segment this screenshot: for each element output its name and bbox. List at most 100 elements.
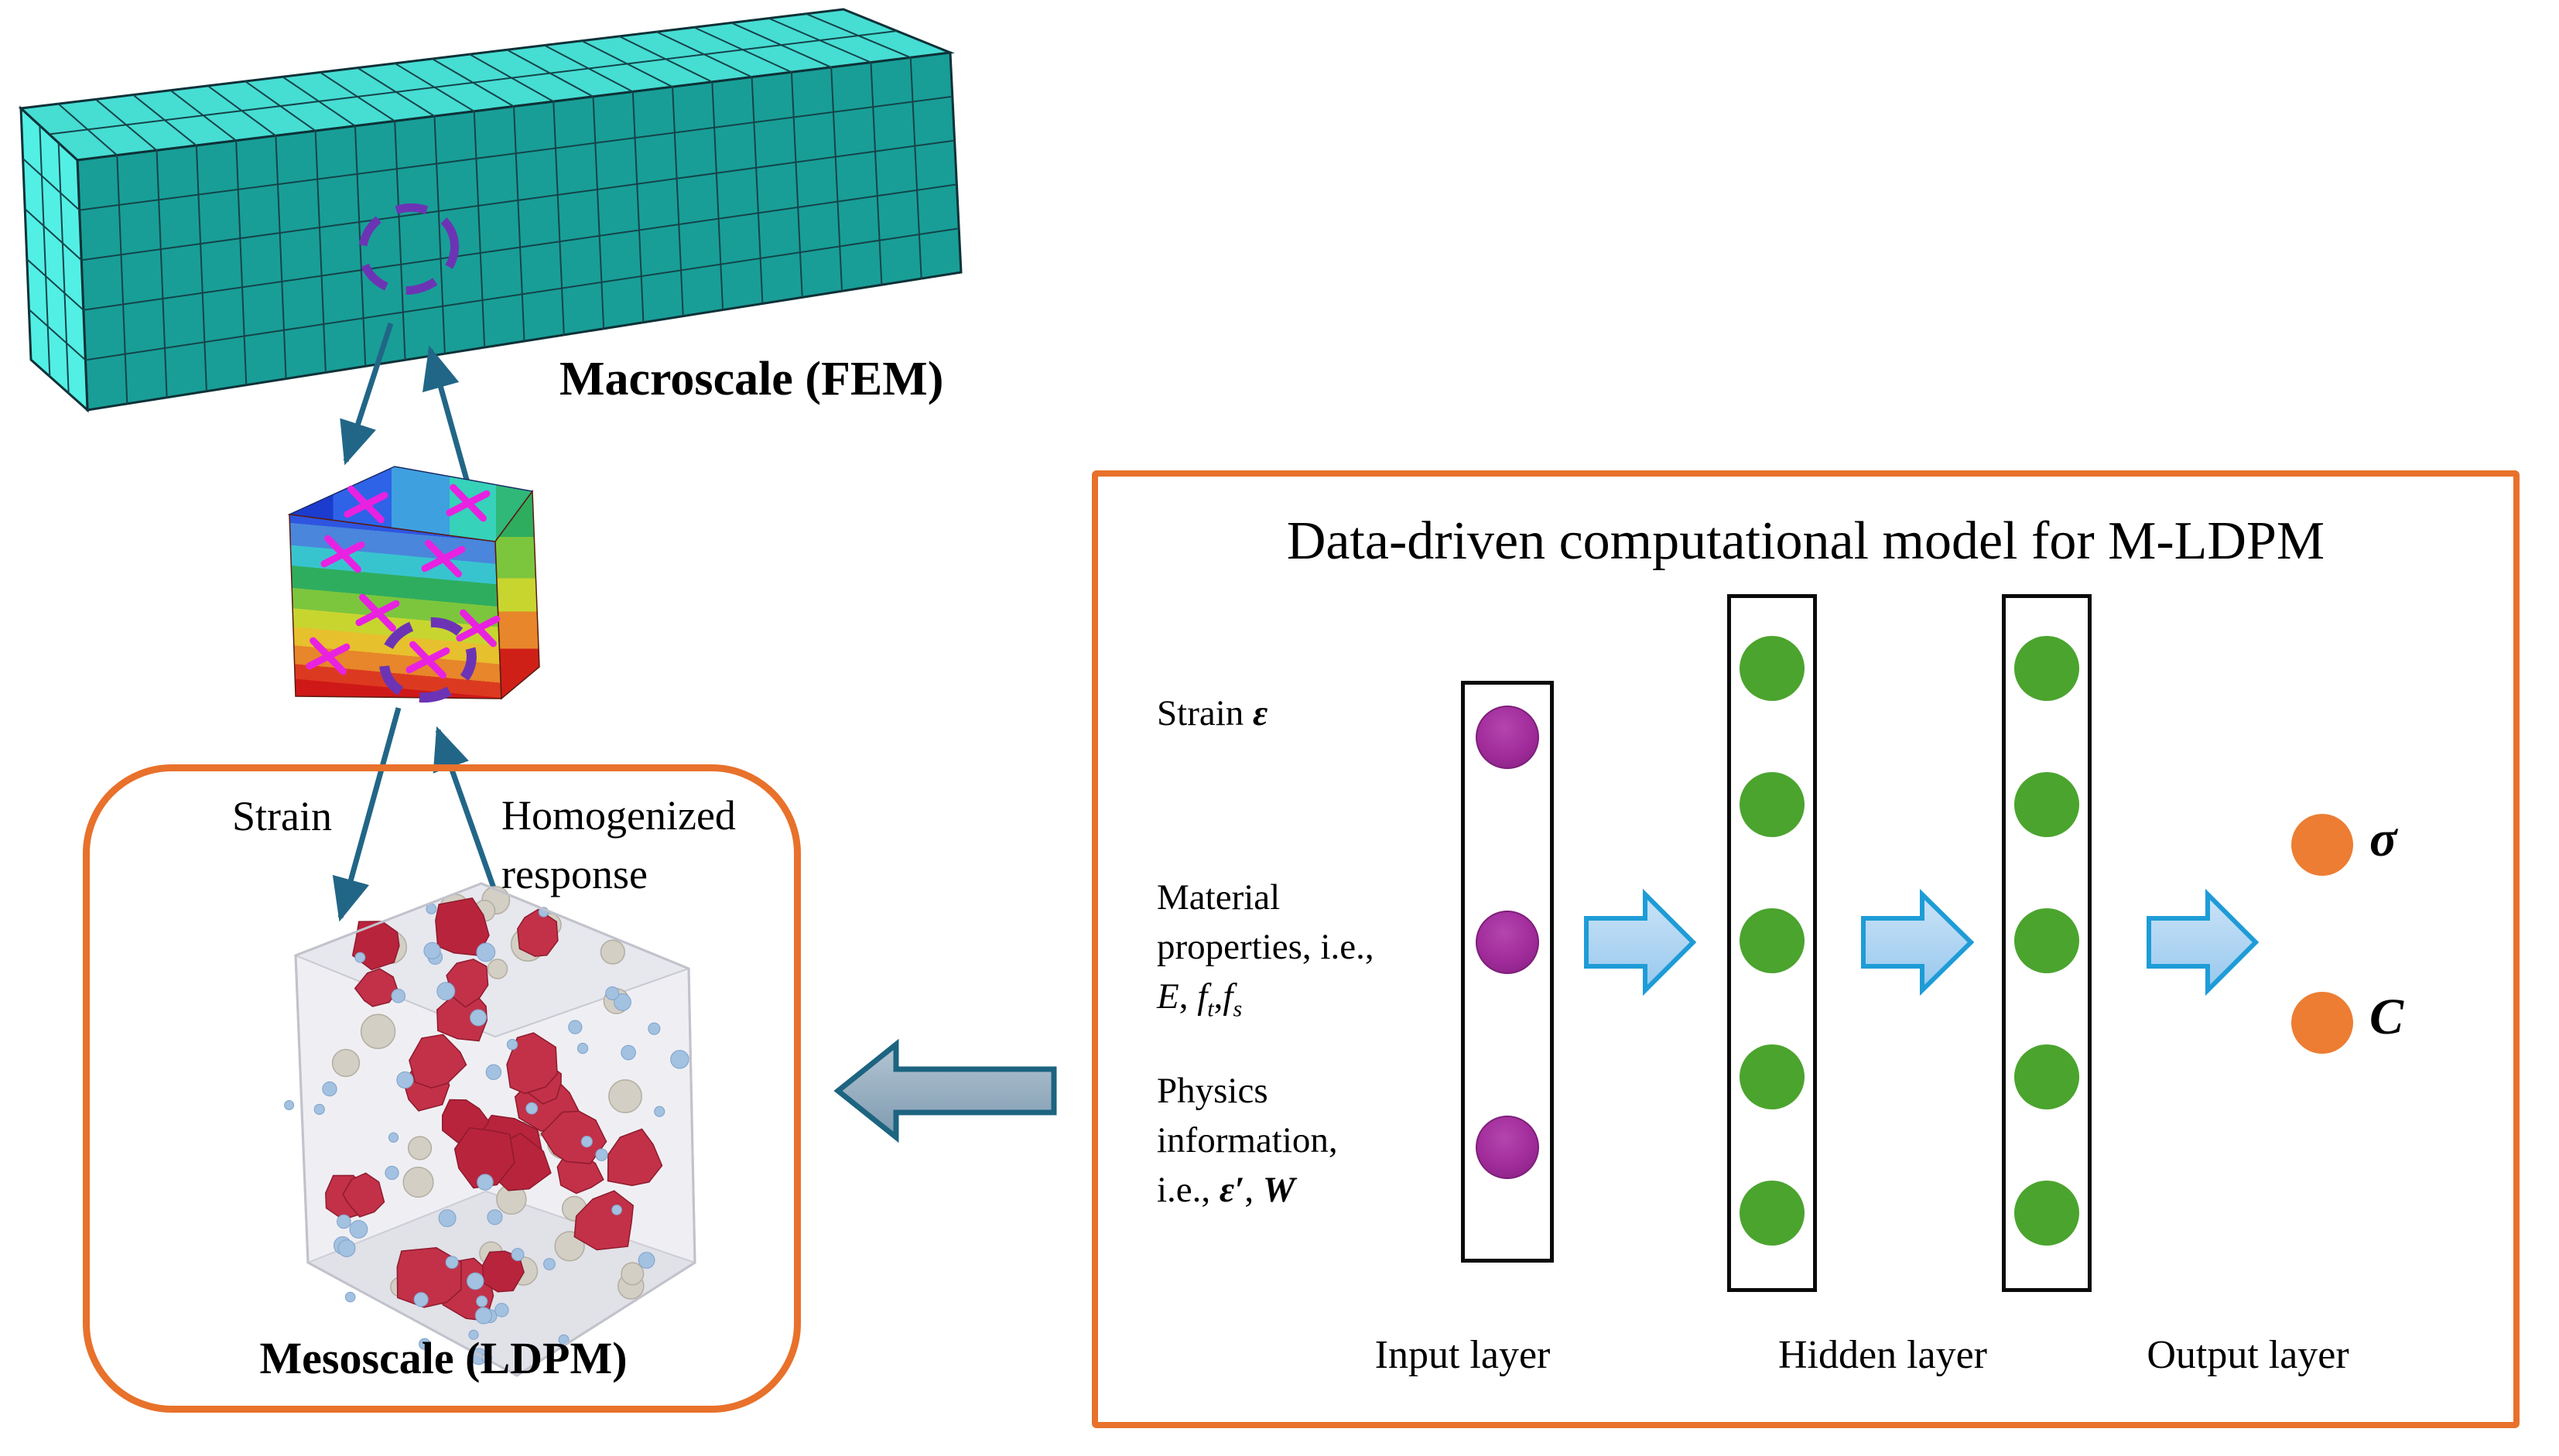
mortar-sphere [331,1048,361,1078]
node-sphere [344,1291,356,1303]
input-feature-strain: Strain ε [1157,689,1268,738]
x-mark-3 [320,535,365,573]
strain-arrow [332,707,402,922]
aggregate-particles [284,886,689,1365]
node-sphere [284,1099,295,1110]
material-formula: E, ft,fs [1157,972,1374,1034]
aggregate-polyhedron [517,908,559,957]
aggregate-polyhedron [342,1172,385,1218]
node-sphere [614,993,631,1011]
flow-arrow-1 [1584,888,1697,996]
aggregate-polyhedron [446,959,489,1008]
node-sphere [349,1219,368,1239]
node-sphere [337,1239,356,1257]
element-gauss-point-highlight [379,617,477,703]
macro-gauss-point-highlight [358,203,460,295]
mortar-sphere [402,1167,434,1198]
input-node-3 [1476,1116,1539,1179]
hidden-1-node-3 [1740,908,1805,973]
node-sphere [670,1050,689,1069]
mortar-sphere [621,1262,645,1286]
node-sphere [474,1307,492,1324]
ft-subscript: t [1207,996,1214,1022]
node-sphere [648,1022,661,1035]
hidden-2-node-5 [2014,1181,2079,1246]
x-mark-2 [446,484,491,522]
node-sphere [506,1038,518,1051]
node-sphere [423,942,441,959]
ie-text: i.e., [1157,1170,1220,1210]
mortar-sphere [554,1231,585,1262]
upscale-arrow [422,345,475,500]
epsilon-prime-symbol: ε′ [1219,1170,1245,1210]
x-mark-5 [355,593,400,632]
aggregate-polyhedron [409,1034,467,1089]
x-mark-4 [421,539,466,578]
x-mark-6 [456,609,501,648]
node-sphere [445,1256,459,1270]
model-to-ldpm-arrow [833,1038,1057,1143]
node-sphere [654,1106,665,1117]
layer-flow-arrows [1584,888,2260,996]
node-sphere [419,1338,431,1350]
element-ldpm-arrows [332,707,505,922]
node-sphere [595,1148,608,1161]
E-symbol: E [1157,976,1179,1017]
output-node-1 [2291,814,2353,876]
node-sphere [511,1248,525,1262]
fs-symbol: f [1223,976,1233,1017]
output-node-2 [2291,992,2353,1054]
hidden-1-node-1 [1740,636,1805,701]
node-sphere [476,1295,488,1307]
hidden-2-node-2 [2014,772,2079,837]
macro-element-arrows [340,322,475,500]
homogenized-response-line2: response [501,851,648,897]
node-sphere [576,1042,589,1054]
node-sphere [611,1204,622,1215]
node-sphere [391,989,406,1003]
node-sphere [313,1103,325,1116]
node-sphere [322,1081,337,1097]
x-mark-7 [306,637,351,675]
node-sphere [470,1009,488,1027]
node-sphere [385,1165,399,1181]
hidden-2-node-3 [2014,908,2079,973]
node-sphere [543,1258,556,1270]
sep2: , [1213,976,1223,1017]
mortar-sphere [608,1079,642,1113]
ft-symbol: f [1197,976,1208,1017]
macroscale-label: Macroscale (FEM) [559,353,944,405]
hidden-1-node-5 [1740,1181,1805,1246]
node-sphere [621,1044,636,1061]
node-sphere [605,986,620,1000]
node-sphere [476,942,496,962]
mesh-lines [22,12,960,404]
x-mark-8 [405,641,450,679]
hidden-layer-2-rect [2002,594,2092,1292]
flow-arrow-3 [2147,888,2260,996]
node-sphere [468,1329,479,1340]
input-node-1 [1476,706,1539,769]
stress-contour-element [287,466,540,700]
W-symbol: W [1262,1170,1295,1210]
network-nodes [1476,636,2353,1246]
strain-transfer-label: Strain [232,793,332,839]
aggregate-polyhedron [436,989,488,1042]
node-sphere [487,1209,503,1225]
node-sphere [466,1272,484,1290]
node-sphere [494,1303,509,1318]
epsilon-symbol: ε [1253,693,1268,733]
data-driven-model-panel [1092,470,2520,1428]
aggregate-polyhedron [506,1032,558,1095]
ldpm-particle-cube [284,882,697,1377]
homogenized-response-line1: Homogenized [501,792,736,839]
fs-subscript: s [1233,996,1243,1022]
node-sphere [436,982,456,1001]
hidden-1-node-2 [1740,772,1805,837]
mesoscale-label: Mesoscale (LDPM) [259,1333,628,1383]
mortar-sphere [487,959,508,979]
aggregate-polyhedron [435,897,490,956]
aggregate-polyhedron [540,1110,607,1164]
